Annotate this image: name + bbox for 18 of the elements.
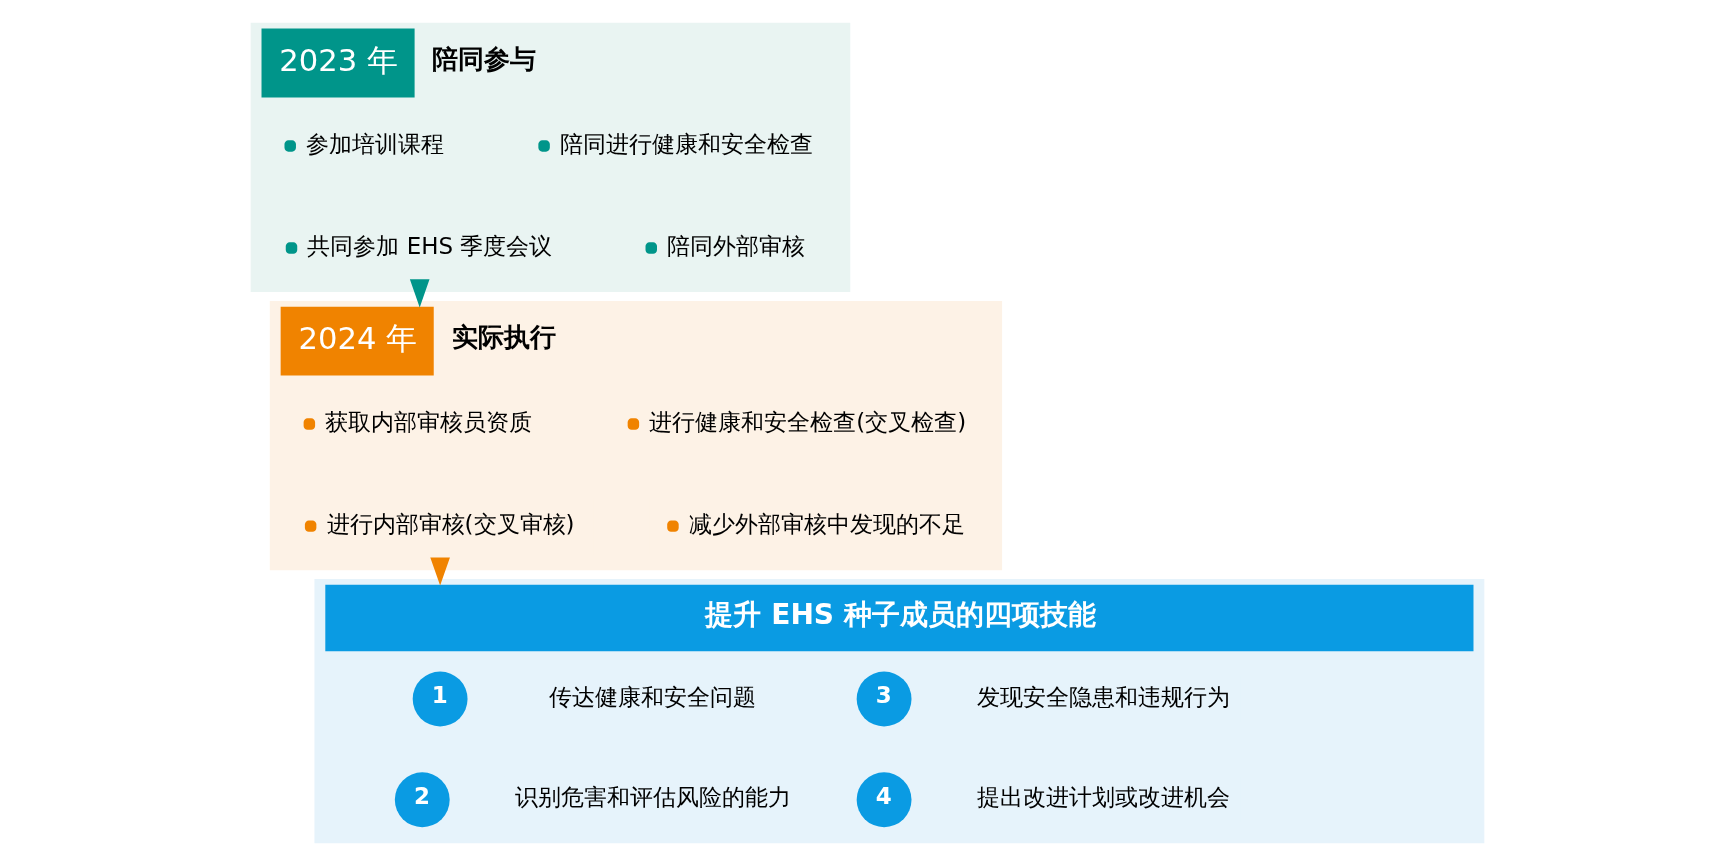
- node-label: 减少外部审核中发现的不足: [688, 510, 965, 537]
- node-circle: 4: [856, 772, 912, 828]
- node-text: 发现安全隐患和违规行为: [976, 683, 1230, 710]
- node-circle: 3: [856, 671, 912, 727]
- node-text: 识别危害和评估风险的能力: [514, 784, 791, 811]
- node-text: 传达健康和安全问题: [549, 683, 757, 710]
- node-label: 进行健康和安全检查(交叉检查): [649, 408, 967, 435]
- arrow: [409, 279, 430, 308]
- node-label: 获取内部审核员资质: [325, 408, 533, 435]
- node-circle: 2: [394, 772, 450, 828]
- arrow: [430, 557, 450, 586]
- node-label: 参加培训课程: [306, 130, 445, 157]
- node-text: 提出改进计划或改进机会: [976, 784, 1230, 811]
- node-label: 陪同进行健康和安全检查: [560, 130, 814, 157]
- node-label: 陪同外部审核: [667, 232, 806, 259]
- node-circle: 1: [412, 671, 468, 727]
- node-label: 进行内部审核(交叉审核): [326, 510, 575, 537]
- node-label: 共同参加 EHS 季度会议: [307, 232, 553, 259]
